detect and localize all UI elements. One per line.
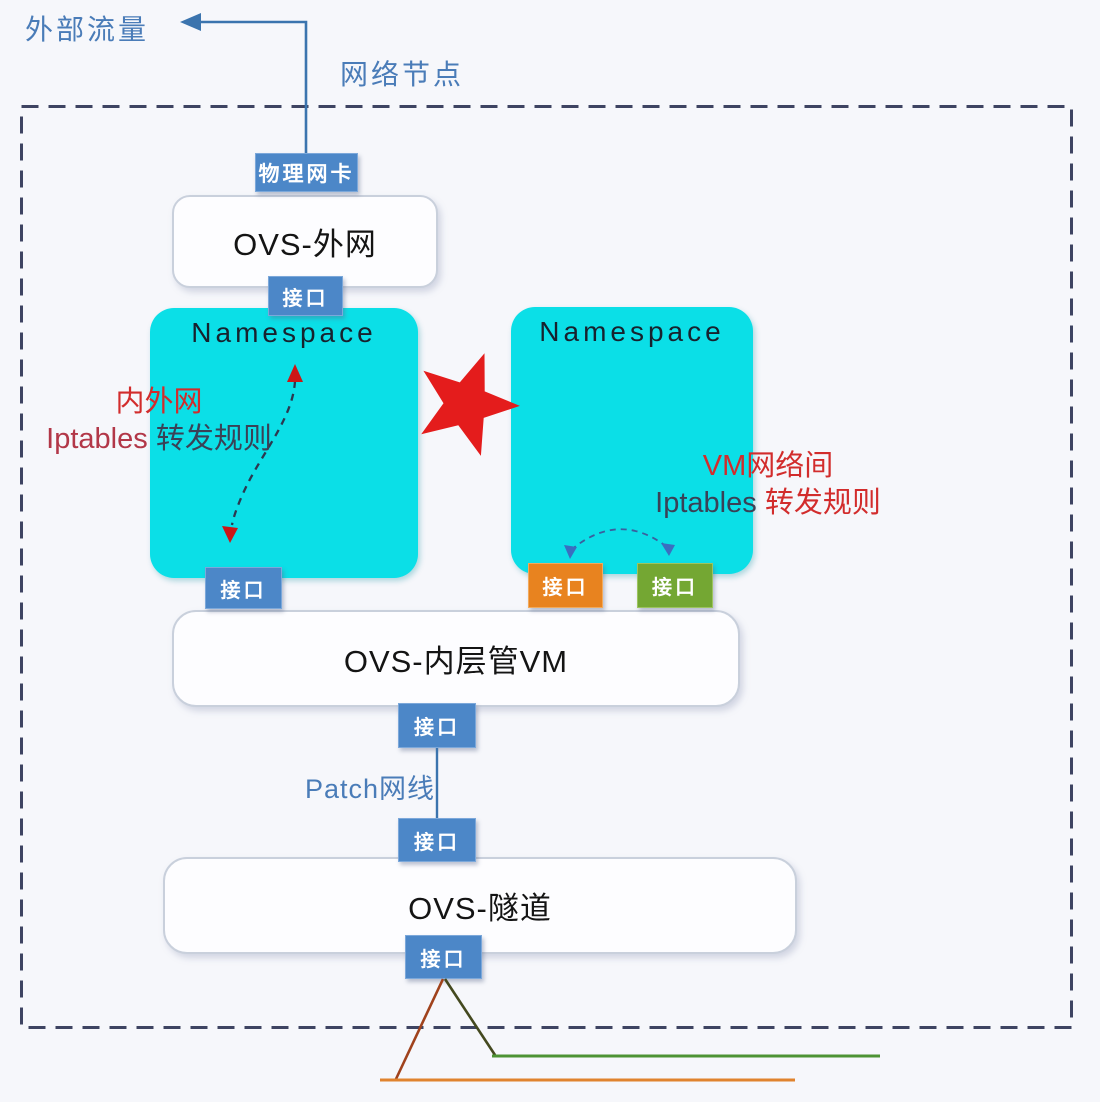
- external-traffic-label: 外部流量: [25, 14, 150, 45]
- annotation-left-line2-cn: 转发规则: [155, 423, 272, 455]
- port-badge-orange: 接口: [528, 563, 603, 608]
- port-badge-namespace-left-bottom: 接口: [205, 567, 282, 609]
- annotation-right-line2-cn: 转发规则: [764, 487, 881, 519]
- port-badge-green: 接口: [637, 563, 713, 608]
- iptables-annotation-left: 内外网 Iptables 转发规则: [24, 384, 294, 458]
- ovs-tunnel-bridge-label: OVS-隧道: [408, 891, 552, 926]
- red-star-icon: [421, 353, 520, 456]
- ovs-external-bridge-box: OVS-外网: [172, 195, 438, 288]
- port-badge-tunnel-top: 接口: [398, 818, 476, 862]
- annotation-left-line1: 内外网: [115, 386, 203, 418]
- network-node-label: 网络节点: [340, 59, 465, 90]
- iptables-annotation-right: VM网络间 Iptables 转发规则: [633, 448, 903, 522]
- annotation-left-line2-en: Iptables: [46, 423, 148, 455]
- annotation-right-line2-en: Iptables: [655, 487, 757, 519]
- annotation-right-line1: VM网络间: [702, 450, 834, 482]
- ovs-inner-bridge-box: OVS-内层管VM: [172, 610, 740, 707]
- port-badge-external-to-namespace: 接口: [268, 276, 343, 316]
- port-badge-inner-bottom: 接口: [398, 703, 476, 748]
- external-traffic-line: [200, 20, 308, 153]
- ovs-inner-bridge-label: OVS-内层管VM: [343, 644, 569, 679]
- external-traffic-arrowhead-icon: [180, 13, 201, 31]
- physical-nic-badge: 物理网卡: [255, 153, 358, 192]
- port-badge-tunnel-bottom: 接口: [405, 935, 482, 979]
- namespace-right-label: Namespace: [539, 316, 725, 347]
- ovs-external-bridge-label: OVS-外网: [233, 227, 377, 262]
- namespace-right-box: Namespace: [511, 307, 753, 574]
- tunnel-link-right-slope-line: [443, 978, 497, 1056]
- tunnel-link-left-slope-line: [394, 978, 445, 1080]
- patch-cable-label: Patch网线: [305, 774, 436, 804]
- namespace-left-label: Namespace: [191, 317, 377, 348]
